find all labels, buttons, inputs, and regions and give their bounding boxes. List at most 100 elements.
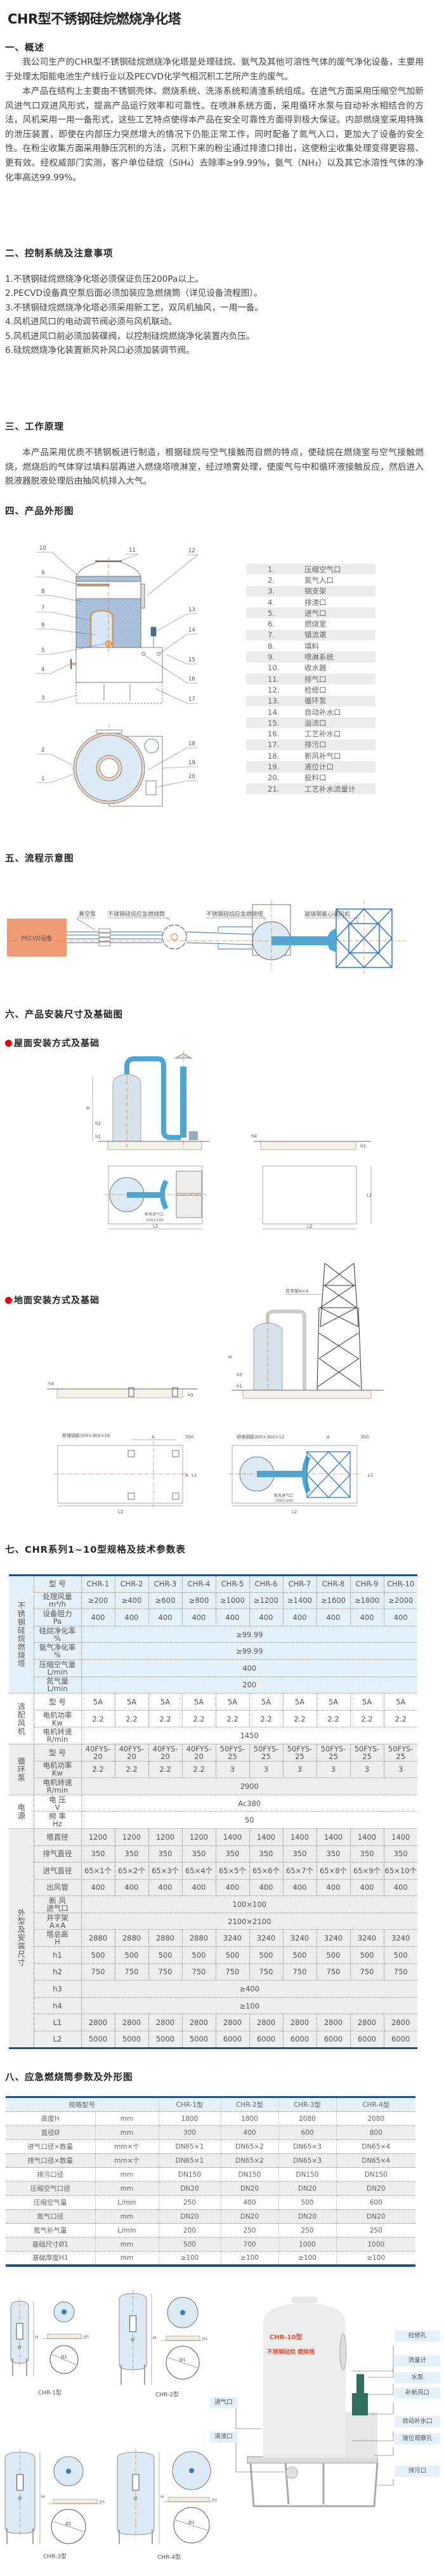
dim-A: A [152, 1435, 155, 1440]
spec-cell: 5A [282, 1693, 317, 1711]
spec-row-label: 氮气量 L/min [33, 1676, 82, 1694]
dim-diameter: Ø [18, 2345, 22, 2350]
part-name: 压缩空气口 [304, 564, 341, 574]
emergency-unit: L/min [95, 2223, 159, 2238]
roof-foundation-section: h4 h3 [251, 1134, 371, 1150]
parts-list-row: 12.检修口 [246, 684, 375, 695]
spec-cell: ≥2000 [383, 1591, 417, 1610]
spec-cell: 400 [181, 1609, 216, 1626]
spec-cell: 5A [81, 1693, 115, 1711]
top-nozzle [62, 2309, 67, 2314]
parts-list-row: 15.溢流口 [246, 717, 375, 729]
parts-list-row: 3.钢支架 [246, 585, 375, 597]
dim-h4: h4 [48, 1381, 54, 1386]
callout: 5 [41, 647, 44, 654]
spec-cell: 400 [282, 1878, 317, 1897]
pecvd-equipment [7, 919, 67, 957]
spec-row-label: 塔总高 H [33, 1929, 82, 1948]
part-name: 工艺补水口 [304, 729, 341, 739]
spec-cell: 1400 [349, 1828, 384, 1846]
emergency-value: 600 [336, 2195, 415, 2210]
emergency-value: 400 [221, 2195, 279, 2210]
spec-cell: 5A [215, 1693, 250, 1711]
spec-cell: 40FYS-20 [181, 1743, 216, 1762]
spec-cell: 3240 [249, 1929, 284, 1948]
parts-list-row: 7.镇流罩 [246, 629, 375, 641]
control-item: 3.不锈钢硅烷燃烧净化塔必须采用新工艺，双风机抽风，一用一备。 [5, 303, 264, 313]
parts-list-row: 6.燃烧室 [246, 618, 375, 629]
spec-cell: 2800 [316, 2014, 351, 2032]
spec-cell: 40FYS-20 [148, 1743, 183, 1762]
part-name: 溢流口 [304, 718, 327, 727]
spec-row-label: 出风管 [33, 1878, 82, 1897]
spec-cell: 6000 [215, 2031, 250, 2048]
emergency-value: 700 [221, 2237, 279, 2252]
overview-heading: 一、概述 [5, 43, 44, 53]
callout: 10 [39, 545, 46, 552]
lattice-frame [320, 1263, 359, 1327]
emergency-param: 直径Ø [6, 2125, 96, 2140]
spec-cell: 2.2 [148, 1710, 183, 1728]
control-item: 6.硅烷燃烧净化装置新风补风口必须加装调节阀。 [5, 345, 195, 355]
part-number: 10. [268, 663, 280, 673]
part-name: 新风补气口 [304, 751, 341, 760]
spec-cell: Ac380 [81, 1794, 417, 1812]
parts-list-row: 10.收水器 [246, 663, 375, 674]
part-number: 12. [268, 685, 280, 694]
spec-cell: 2.2 [316, 1710, 351, 1728]
tower-plan [73, 729, 163, 807]
part-name: 液位计口 [304, 762, 334, 771]
plate-label: 预埋钢板300×300×16 [62, 1433, 110, 1438]
dim-h3: h3 [188, 1393, 193, 1398]
dim-h1: h1 [237, 1384, 242, 1389]
spec-cell: CHR-3 [148, 1575, 183, 1593]
emergency-unit: mm [95, 2209, 159, 2224]
spec-cell: 400 [249, 1878, 284, 1897]
callout-numbers: 10 11 12 9 8 7 6 5 4 13 14 15 16 3 17 18… [39, 545, 195, 782]
spec-cell: 350 [316, 1845, 351, 1863]
drum-legs [12, 2358, 27, 2376]
spec-cell: 350 [282, 1845, 317, 1863]
spec-cell: 5A [249, 1693, 284, 1711]
dim-H: H [41, 2495, 44, 2500]
emergency-value: 250 [159, 2195, 221, 2210]
spec-cell: 400 [148, 1609, 183, 1626]
pipelines [67, 926, 253, 950]
spec-cell: 3 [383, 1760, 417, 1779]
flow-heading: 五、流程示意图 [5, 854, 74, 864]
ground-install-drawings: h4 h3 H h2 h1 预埋钢板300×300×16 A 350 L2 A … [47, 1308, 384, 1515]
dim-H1: H1 [100, 2500, 105, 2504]
emergency-value: DN20 [159, 2181, 221, 2196]
diameter-line [175, 2520, 208, 2531]
dim-350: 350 [360, 1435, 369, 1440]
dim-h2: h2 [237, 1372, 242, 1378]
spec-cell: 5000 [81, 2031, 115, 2048]
photo-label-inspection-hole: 检修孔 [395, 2330, 440, 2342]
spec-cell: 2800 [148, 2014, 183, 2032]
spec-cell: 750 [316, 1963, 351, 1981]
dim-L1: L1 [192, 1473, 197, 1478]
ground-plan: 预埋钢板300×300×12 A 350 新风进气口 100×100 L2 L1 [228, 1434, 373, 1515]
control-item: 5.风机进风口前必须加装碟阀，以控制硅烷燃烧净化装置内负压。 [5, 331, 255, 342]
spec-row: 硅烷净化率 %≥99.99 [9, 1625, 417, 1643]
spec-cell: 750 [282, 1963, 317, 1981]
dim-H: H [86, 1106, 89, 1111]
spec-row: 处理风量 m³/h≥200≥400≥600≥800≥1000≥1200≥1400… [9, 1591, 417, 1610]
emergency-value: 1800 [221, 2111, 279, 2126]
emergency-value: 400 [221, 2125, 279, 2140]
overview-paragraph-2: 本产品在结构上主要由不锈钢壳体、燃烧系统、洗涤系统和清渣系统组成。在进气方面采用… [5, 86, 424, 183]
emergency-value: 2080 [336, 2111, 415, 2126]
spec-cell: 400 [114, 1609, 149, 1626]
part-name: 自动补水口 [304, 707, 341, 717]
dim-H1: H1 [212, 2498, 218, 2502]
